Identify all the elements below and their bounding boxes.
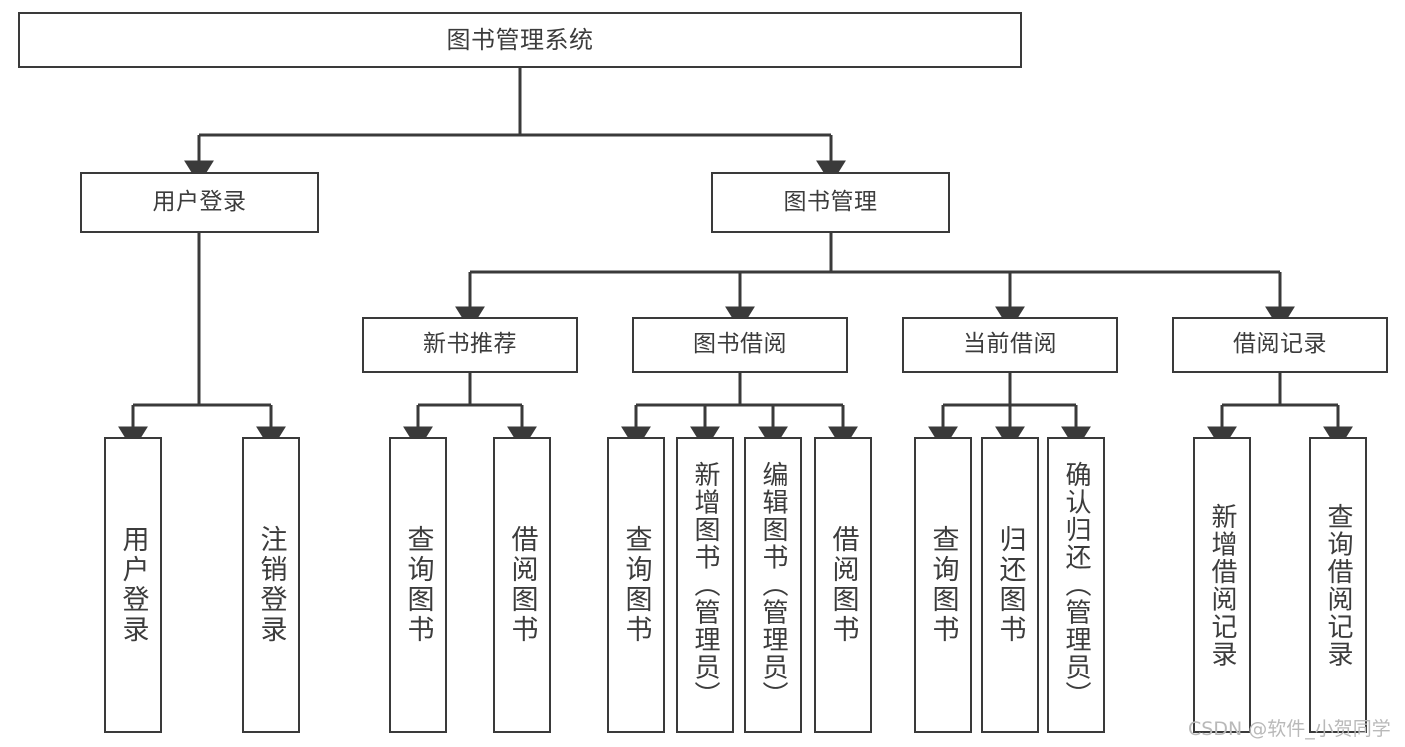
- node-label: 借阅记录: [1233, 331, 1327, 358]
- node-label: 新增图书（管理员）: [690, 461, 720, 709]
- node-borrow-record[interactable]: 借阅记录: [1172, 317, 1388, 373]
- node-label: 新增借阅记录: [1207, 502, 1237, 668]
- node-label: 借阅图书: [506, 525, 538, 645]
- node-leaf-add-book[interactable]: 新增图书（管理员）: [676, 437, 734, 733]
- node-leaf-confirm-return[interactable]: 确认归还（管理员）: [1047, 437, 1105, 733]
- node-leaf-query-book-3[interactable]: 查询图书: [914, 437, 972, 733]
- node-current-borrow[interactable]: 当前借阅: [902, 317, 1118, 373]
- node-label: 查询借阅记录: [1323, 502, 1353, 668]
- csdn-watermark: CSDN @软件_小贺同学: [1188, 718, 1391, 740]
- node-label: 查询图书: [927, 525, 959, 645]
- node-label: 用户登录: [152, 188, 247, 215]
- edge-currentborrow-to-leaves: [928, 373, 1091, 451]
- node-leaf-logout-login[interactable]: 注销登录: [242, 437, 300, 733]
- node-label: 注销登录: [255, 525, 287, 645]
- edge-userlogin-to-leaves: [118, 233, 286, 451]
- edge-bookmanage-to-level3: [455, 233, 1295, 331]
- node-book-manage[interactable]: 图书管理: [711, 172, 950, 233]
- node-book-borrow[interactable]: 图书借阅: [632, 317, 848, 373]
- node-root-system[interactable]: 图书管理系统: [18, 12, 1022, 68]
- node-leaf-user-login[interactable]: 用户登录: [104, 437, 162, 733]
- node-leaf-query-record[interactable]: 查询借阅记录: [1309, 437, 1367, 733]
- node-label: 查询图书: [620, 525, 652, 645]
- edge-root-to-level2: [184, 68, 846, 185]
- node-leaf-return-book[interactable]: 归还图书: [981, 437, 1039, 733]
- node-label: 编辑图书（管理员）: [758, 461, 788, 709]
- edge-bookborrow-to-leaves: [621, 373, 858, 451]
- node-leaf-borrow-book-1[interactable]: 借阅图书: [493, 437, 551, 733]
- node-new-book-recommend[interactable]: 新书推荐: [362, 317, 578, 373]
- node-leaf-query-book-1[interactable]: 查询图书: [389, 437, 447, 733]
- node-label: 当前借阅: [963, 331, 1057, 358]
- node-label: 归还图书: [994, 525, 1026, 645]
- node-leaf-add-record[interactable]: 新增借阅记录: [1193, 437, 1251, 733]
- node-label: 图书管理: [783, 188, 878, 215]
- node-label: 图书管理系统: [446, 25, 594, 54]
- node-leaf-borrow-book-2[interactable]: 借阅图书: [814, 437, 872, 733]
- edge-newbook-to-leaves: [403, 373, 537, 451]
- node-label: 用户登录: [117, 525, 149, 645]
- node-label: 新书推荐: [423, 331, 517, 358]
- node-label: 图书借阅: [693, 331, 787, 358]
- edge-borrowrecord-to-leaves: [1207, 373, 1353, 451]
- node-leaf-edit-book[interactable]: 编辑图书（管理员）: [744, 437, 802, 733]
- node-label: 确认归还（管理员）: [1061, 461, 1091, 709]
- node-leaf-query-book-2[interactable]: 查询图书: [607, 437, 665, 733]
- node-user-login[interactable]: 用户登录: [80, 172, 319, 233]
- node-label: 查询图书: [402, 525, 434, 645]
- node-label: 借阅图书: [827, 525, 859, 645]
